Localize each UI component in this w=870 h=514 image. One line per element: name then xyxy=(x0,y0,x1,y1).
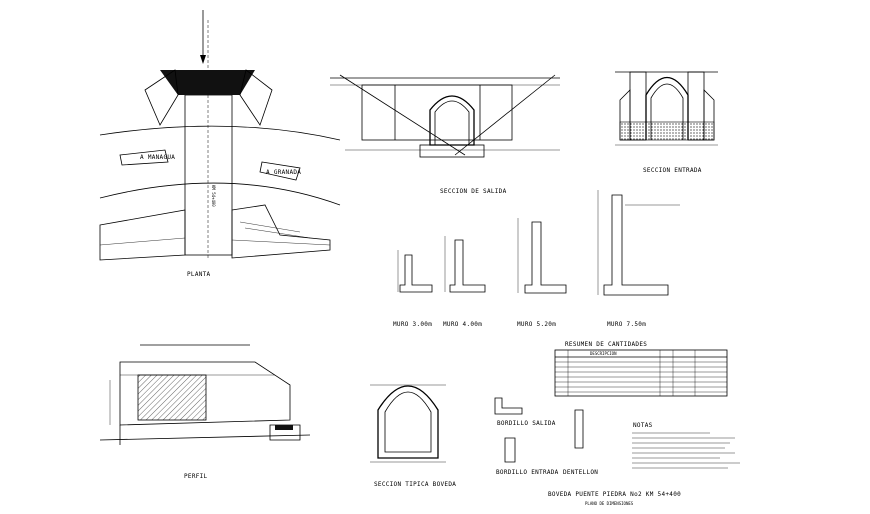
title-muro-750: MURO 7.50m xyxy=(607,321,646,328)
seccion-salida-view xyxy=(330,74,560,158)
muro-400-view xyxy=(444,236,486,293)
label-a-granada: A GRANADA xyxy=(266,169,301,176)
title-seccion-salida: SECCION DE SALIDA xyxy=(440,188,507,195)
title-muro-520: MURO 5.20m xyxy=(517,321,556,328)
perfil-view xyxy=(99,344,311,445)
drawing-subtitle: PLANO DE DIMENSIONES xyxy=(585,501,634,506)
seccion-tipica-view xyxy=(370,384,446,463)
drawing-title: BOVEDA PUENTE PIEDRA No2 KM 54+400 xyxy=(548,491,681,498)
title-seccion-entrada: SECCION ENTRADA xyxy=(643,167,702,174)
title-bordillo-entrada: BORDILLO ENTRADA xyxy=(496,469,559,476)
title-bordillo-salida: BORDILLO SALIDA xyxy=(497,420,556,427)
muro-520-view xyxy=(517,218,567,294)
seccion-entrada-view xyxy=(615,71,718,146)
muro-300-view xyxy=(397,250,433,293)
title-resumen: RESUMEN DE CANTIDADES xyxy=(565,341,647,348)
resumen-table xyxy=(554,349,728,397)
bordillo-salida-view xyxy=(494,397,523,415)
bordillo-entrada-view xyxy=(504,437,516,463)
title-muro-300: MURO 3.00m xyxy=(393,321,432,328)
dentellon-view xyxy=(574,409,584,449)
notas-block xyxy=(632,432,740,469)
resumen-header: DESCRIPCION xyxy=(590,351,617,356)
title-seccion-tipica: SECCION TIPICA BOVEDA xyxy=(374,481,456,488)
planta-view xyxy=(99,10,341,261)
label-station: KM 54+400 xyxy=(211,185,216,207)
title-dentellon: DENTELLON xyxy=(563,469,598,476)
label-a-managua: A MANAGUA xyxy=(140,154,175,161)
title-planta: PLANTA xyxy=(187,271,211,278)
muro-750-view xyxy=(597,190,680,296)
title-muro-400: MURO 4.00m xyxy=(443,321,482,328)
title-notas: NOTAS xyxy=(633,422,653,429)
title-perfil: PERFIL xyxy=(184,473,208,480)
